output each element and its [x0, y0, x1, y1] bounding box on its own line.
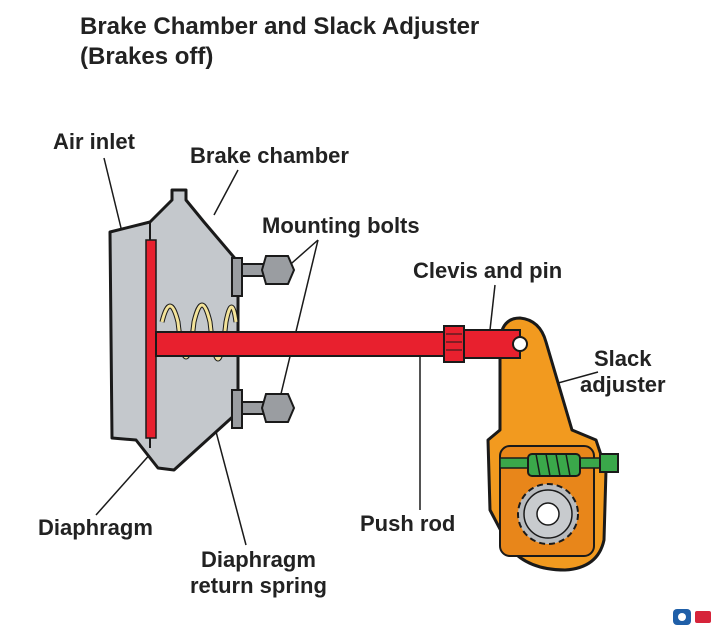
worm-gear — [527, 453, 581, 477]
chamber-housing — [108, 188, 240, 472]
bolt-nut-bottom — [260, 393, 296, 423]
site-logo-icon — [673, 609, 711, 625]
label-brake-chamber: Brake chamber — [190, 143, 349, 168]
worm-shaft-cap — [599, 453, 619, 473]
title-line-1: Brake Chamber and Slack Adjuster — [80, 13, 480, 40]
mounting-bolts — [241, 255, 296, 423]
locknut-threads — [446, 333, 462, 351]
slack-adjuster — [486, 316, 619, 572]
label-return-spring-line-1: Diaphragm — [200, 547, 316, 572]
label-push-rod: Push rod — [360, 511, 456, 536]
return-spring-coil — [160, 303, 238, 361]
label-mounting-bolts: Mounting bolts — [262, 213, 420, 238]
label-diaphragm: Diaphragm — [38, 515, 153, 540]
label-air-inlet: Air inlet — [53, 129, 135, 154]
label-slack-adjuster-line-2: adjuster — [580, 372, 666, 397]
bolt-plate-bottom — [231, 389, 243, 429]
clevis — [463, 329, 521, 359]
leader-diaphragm — [95, 451, 153, 516]
label-slack-adjuster: Slack adjuster — [580, 346, 666, 398]
diaphragm — [145, 239, 157, 439]
leader-clevis — [489, 284, 496, 331]
clevis-locknut — [443, 325, 465, 363]
clevis-pin — [512, 336, 528, 352]
label-clevis-and-pin: Clevis and pin — [413, 258, 563, 283]
label-slack-adjuster-line-1: Slack — [594, 346, 652, 371]
label-return-spring-line-2: return spring — [190, 573, 327, 598]
title-line-2: (Brakes off) — [80, 43, 214, 70]
bolt-plate-top — [231, 257, 243, 297]
label-diaphragm-return-spring: Diaphragm return spring — [190, 547, 327, 599]
diagram-title: Brake Chamber and Slack Adjuster (Brakes… — [80, 12, 479, 72]
bolt-nut-top — [260, 255, 296, 285]
leader-mounting-bolt-bottom — [279, 239, 319, 399]
spline-gear — [517, 483, 579, 545]
push-rod — [155, 325, 528, 363]
push-rod-shaft — [155, 331, 449, 357]
brake-chamber — [108, 188, 243, 472]
leader-air-inlet — [103, 157, 123, 233]
leader-brake-chamber — [213, 169, 239, 216]
